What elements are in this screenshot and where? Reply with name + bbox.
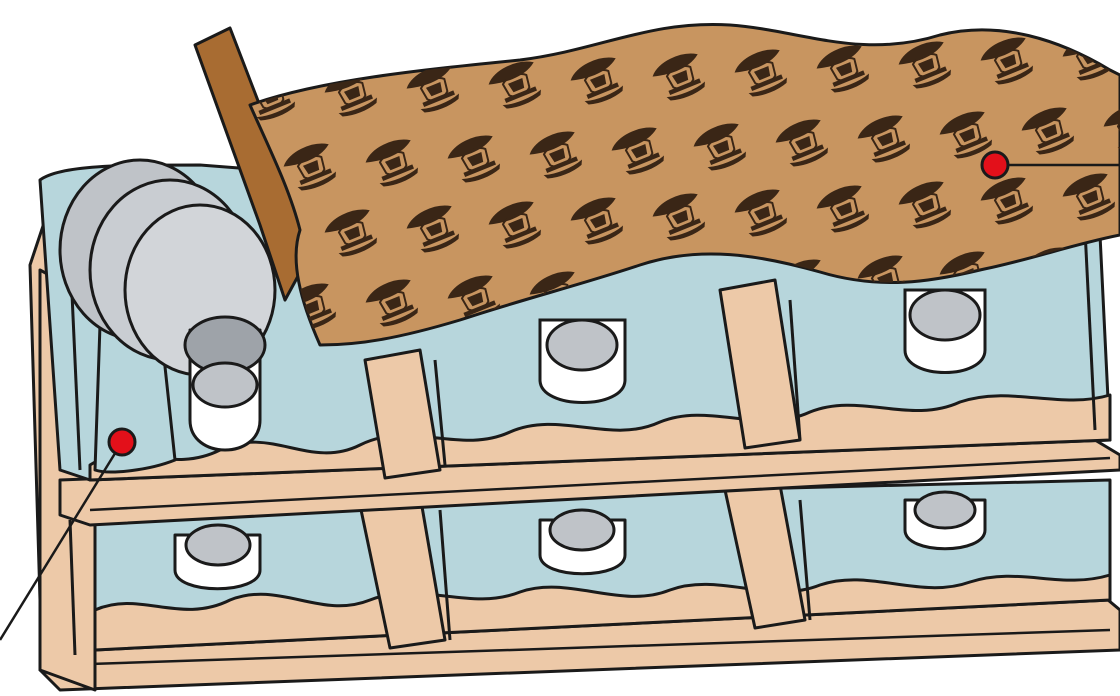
upper-coil-right bbox=[905, 290, 985, 373]
callout-dot-tray-liner bbox=[109, 429, 135, 455]
lower-coil-1 bbox=[175, 525, 260, 589]
callout-dot-paper-cover bbox=[982, 152, 1008, 178]
lower-coil-3 bbox=[905, 492, 985, 549]
lower-coil-2 bbox=[540, 510, 625, 574]
upper-coil-middle bbox=[540, 320, 625, 403]
